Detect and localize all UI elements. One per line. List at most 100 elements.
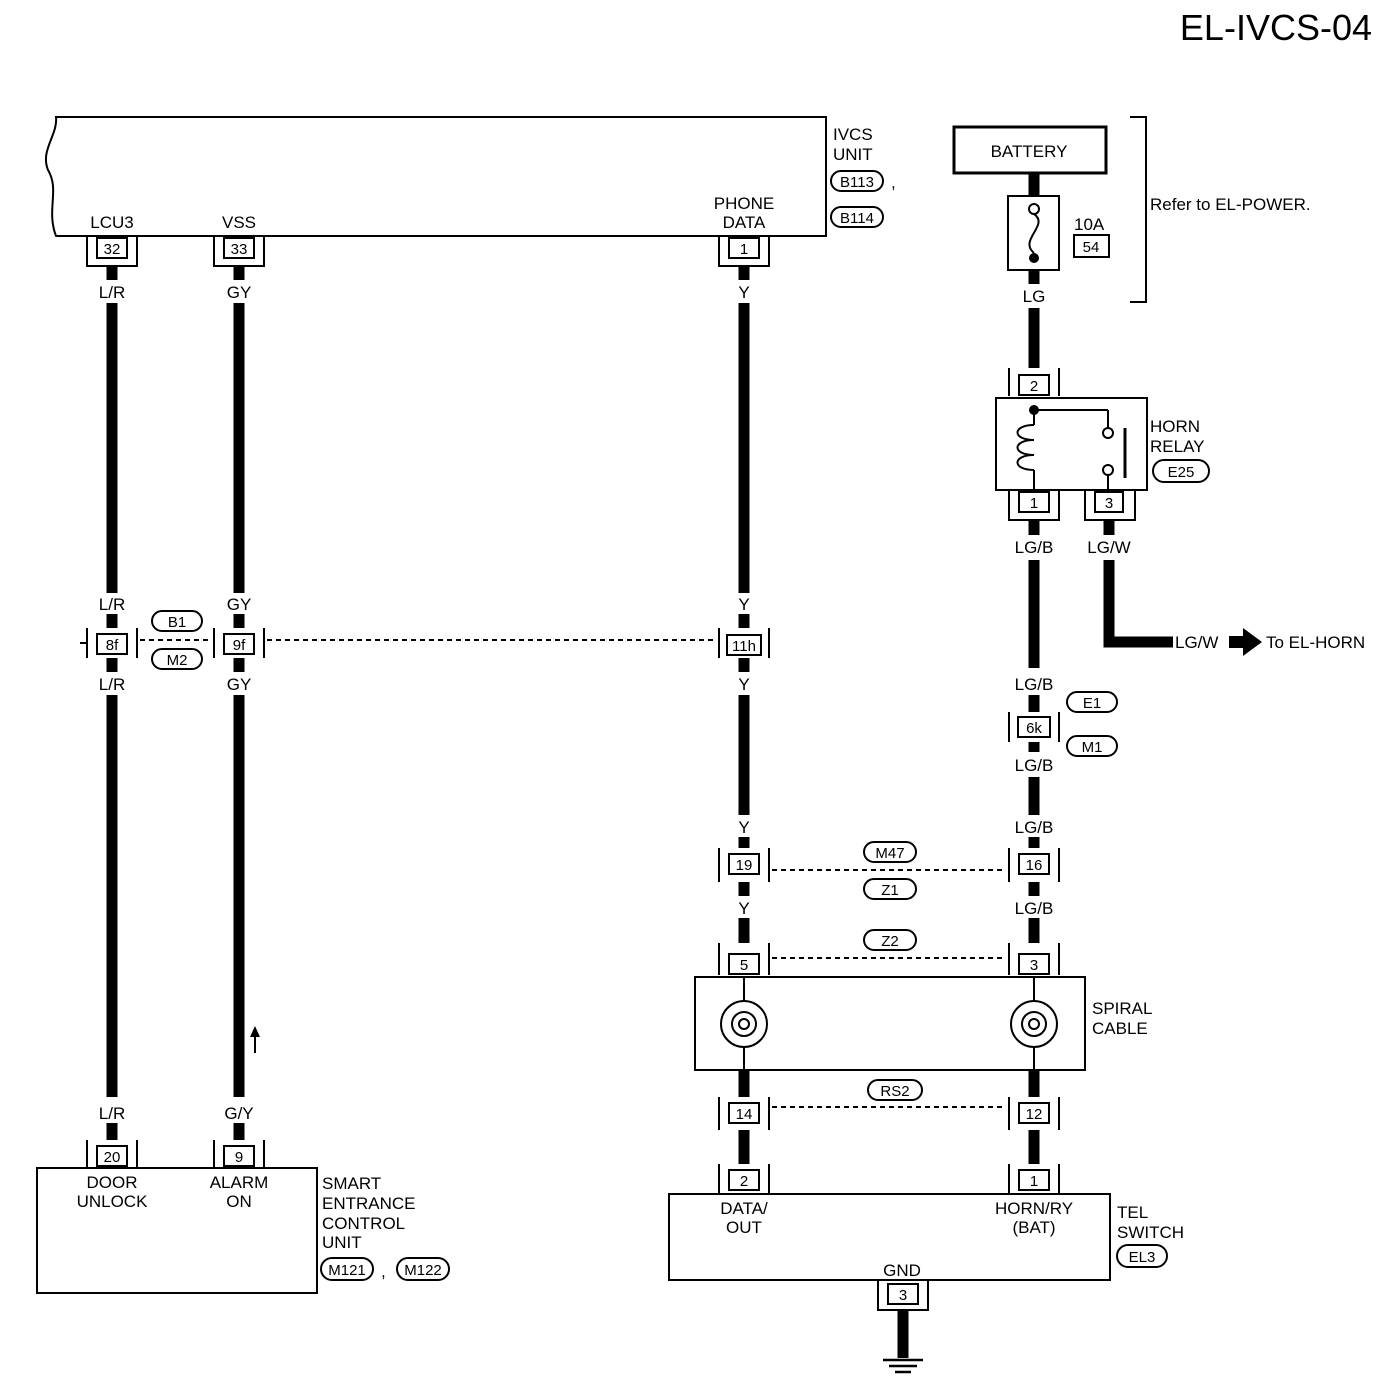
- connector-oval-b114: [830, 206, 884, 228]
- pin-3-relay: 3: [1084, 490, 1136, 521]
- svg-text:16: 16: [1026, 857, 1043, 874]
- spiral-coil-right-icon: [1010, 977, 1058, 1070]
- pin-1-relay: 1: [1008, 490, 1060, 521]
- refer-el-power: Refer to EL-POWER.: [1150, 195, 1311, 214]
- smart-entrance-box: [36, 1167, 318, 1294]
- connector-z2: Z2: [881, 933, 899, 950]
- connector-b113: B113: [840, 174, 874, 191]
- svg-text:5: 5: [740, 957, 748, 974]
- fuse-icon: [1007, 195, 1060, 271]
- connector-oval-rs2: [867, 1079, 923, 1101]
- terminal-lcu3-label: LCU3: [90, 213, 133, 232]
- fuse-number: 54: [1083, 239, 1100, 256]
- connector-oval-m2: [151, 648, 203, 670]
- door-unlock-label-1: DOOR: [87, 1173, 138, 1192]
- tel-gnd-label: GND: [883, 1261, 921, 1280]
- terminal-phone-label-1: PHONE: [714, 194, 774, 213]
- pin-20: 20: [86, 1140, 138, 1168]
- pin-3-gnd: 3: [877, 1280, 929, 1311]
- terminal-phone-label-2: DATA: [723, 213, 766, 232]
- pin-32: 32: [86, 236, 138, 267]
- connector-m122: M122: [404, 1262, 442, 1279]
- tel-switch-box: [668, 1193, 1111, 1281]
- alarm-on-label-2: ON: [226, 1192, 252, 1211]
- tel-horn-label-1: HORN/RY: [995, 1199, 1073, 1218]
- connector-oval-m122: [396, 1257, 450, 1281]
- connector-oval-m121: [320, 1257, 374, 1281]
- ivcs-unit-name-1: IVCS: [833, 125, 873, 144]
- svg-text:19: 19: [736, 857, 753, 874]
- spiral-cable-name-2: CABLE: [1092, 1019, 1148, 1038]
- wire-y-1: Y: [738, 283, 749, 302]
- pin-5-spiral: 5: [718, 943, 770, 975]
- tel-horn-label-2: (BAT): [1012, 1218, 1055, 1237]
- alarm-on-label-1: ALARM: [210, 1173, 269, 1192]
- wire-lgb-4: LG/B: [1015, 818, 1054, 837]
- fuse-number-box: [1073, 234, 1110, 258]
- spiral-coil-left-icon: [720, 977, 768, 1070]
- svg-text:3: 3: [1105, 495, 1113, 512]
- connector-oval-b113: [830, 170, 884, 192]
- svg-text:9: 9: [235, 1149, 243, 1166]
- horn-relay-name-1: HORN: [1150, 417, 1200, 436]
- svg-text:6k: 6k: [1026, 720, 1042, 737]
- wire-gy-3: GY: [227, 675, 252, 694]
- connector-rs2: RS2: [880, 1083, 909, 1100]
- svg-text:14: 14: [736, 1106, 753, 1123]
- smart-name-4: UNIT: [322, 1233, 362, 1252]
- wire-gy-2: GY: [227, 595, 252, 614]
- ivcs-unit-name-2: UNIT: [833, 145, 873, 164]
- door-unlock-label-2: UNLOCK: [77, 1192, 149, 1211]
- smart-name-2: ENTRANCE: [322, 1194, 416, 1213]
- spiral-cable-name-1: SPIRAL: [1092, 999, 1152, 1018]
- relay-coil-icon: [1016, 405, 1127, 490]
- connector-z1: Z1: [881, 882, 899, 899]
- connector-b1: B1: [168, 614, 186, 631]
- wire-y-3: Y: [738, 675, 749, 694]
- pin-14: 14: [718, 1097, 770, 1130]
- ivcs-comma: ,: [891, 173, 896, 192]
- connector-m1: M1: [1082, 739, 1103, 756]
- wire-lgb-1: LG/B: [1015, 538, 1054, 557]
- wire-lgb-5: LG/B: [1015, 899, 1054, 918]
- spiral-cable-box: [694, 976, 1086, 1071]
- connector-oval-b1: [151, 610, 203, 632]
- signal-arrow-icon: [250, 1026, 260, 1053]
- connector-m121: M121: [328, 1262, 366, 1279]
- wire-y-4: Y: [738, 818, 749, 837]
- wire-lgw-1: LG/W: [1087, 538, 1130, 557]
- connector-m2: M2: [167, 652, 188, 669]
- terminal-vss-label: VSS: [222, 213, 256, 232]
- pin-33: 33: [213, 236, 265, 267]
- wire-lgb-3: LG/B: [1015, 756, 1054, 775]
- pin-2-tel: 2: [718, 1164, 770, 1194]
- svg-text:1: 1: [1030, 1173, 1038, 1190]
- svg-text:33: 33: [231, 241, 248, 258]
- connector-oval-m1: [1066, 735, 1118, 757]
- battery-label: BATTERY: [991, 142, 1068, 161]
- tel-data-label-1: DATA/: [720, 1199, 768, 1218]
- svg-text:3: 3: [899, 1287, 907, 1304]
- connector-e1: E1: [1083, 695, 1101, 712]
- pin-9f: 9f: [213, 628, 265, 658]
- connector-oval-z2: [863, 929, 917, 951]
- pin-11h: 11h: [718, 628, 770, 658]
- svg-text:20: 20: [104, 1149, 121, 1166]
- pin-1-tel: 1: [1008, 1164, 1060, 1194]
- pin-12: 12: [1008, 1097, 1060, 1130]
- svg-text:32: 32: [104, 241, 121, 258]
- connector-oval-el3: [1116, 1244, 1168, 1268]
- svg-text:2: 2: [1030, 378, 1038, 395]
- connector-oval-z1: [863, 878, 917, 900]
- tel-data-label-2: OUT: [726, 1218, 762, 1237]
- pin-6k: 6k: [1008, 712, 1060, 742]
- horn-relay-name-2: RELAY: [1150, 437, 1205, 456]
- wire-y-2: Y: [738, 595, 749, 614]
- right-arrow-icon: [1229, 628, 1262, 656]
- svg-text:11h: 11h: [732, 638, 756, 655]
- svg-text:1: 1: [1030, 495, 1038, 512]
- ivcs-unit-box: [45, 116, 827, 237]
- svg-text:12: 12: [1026, 1106, 1043, 1123]
- pin-8f: 8f: [80, 628, 138, 658]
- svg-text:9f: 9f: [233, 637, 246, 654]
